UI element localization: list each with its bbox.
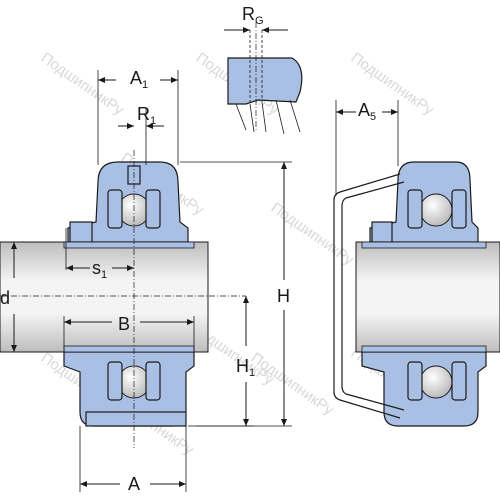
- dimension-label-A5: A5: [358, 100, 376, 123]
- watermark: ПодшипникРу: [268, 199, 357, 269]
- dimension-label-A: A: [128, 474, 140, 494]
- main-view: A1 R1 s1 d B H1 H: [0, 68, 292, 494]
- dimension-label-RG: RG: [242, 4, 264, 27]
- side-view: A5: [333, 100, 500, 427]
- dimension-label-R1: R1: [137, 104, 156, 127]
- dimension-label-B: B: [118, 314, 130, 334]
- dimension-label-A1: A1: [130, 68, 148, 91]
- dimension-label-H: H: [277, 286, 290, 306]
- watermark: ПодшипникРу: [38, 49, 127, 119]
- lubrication-detail: RG: [224, 4, 303, 135]
- dimension-label-H1: H1: [236, 356, 255, 379]
- dimension-label-s1: s1: [92, 258, 107, 281]
- dimension-label-d: d: [0, 288, 10, 308]
